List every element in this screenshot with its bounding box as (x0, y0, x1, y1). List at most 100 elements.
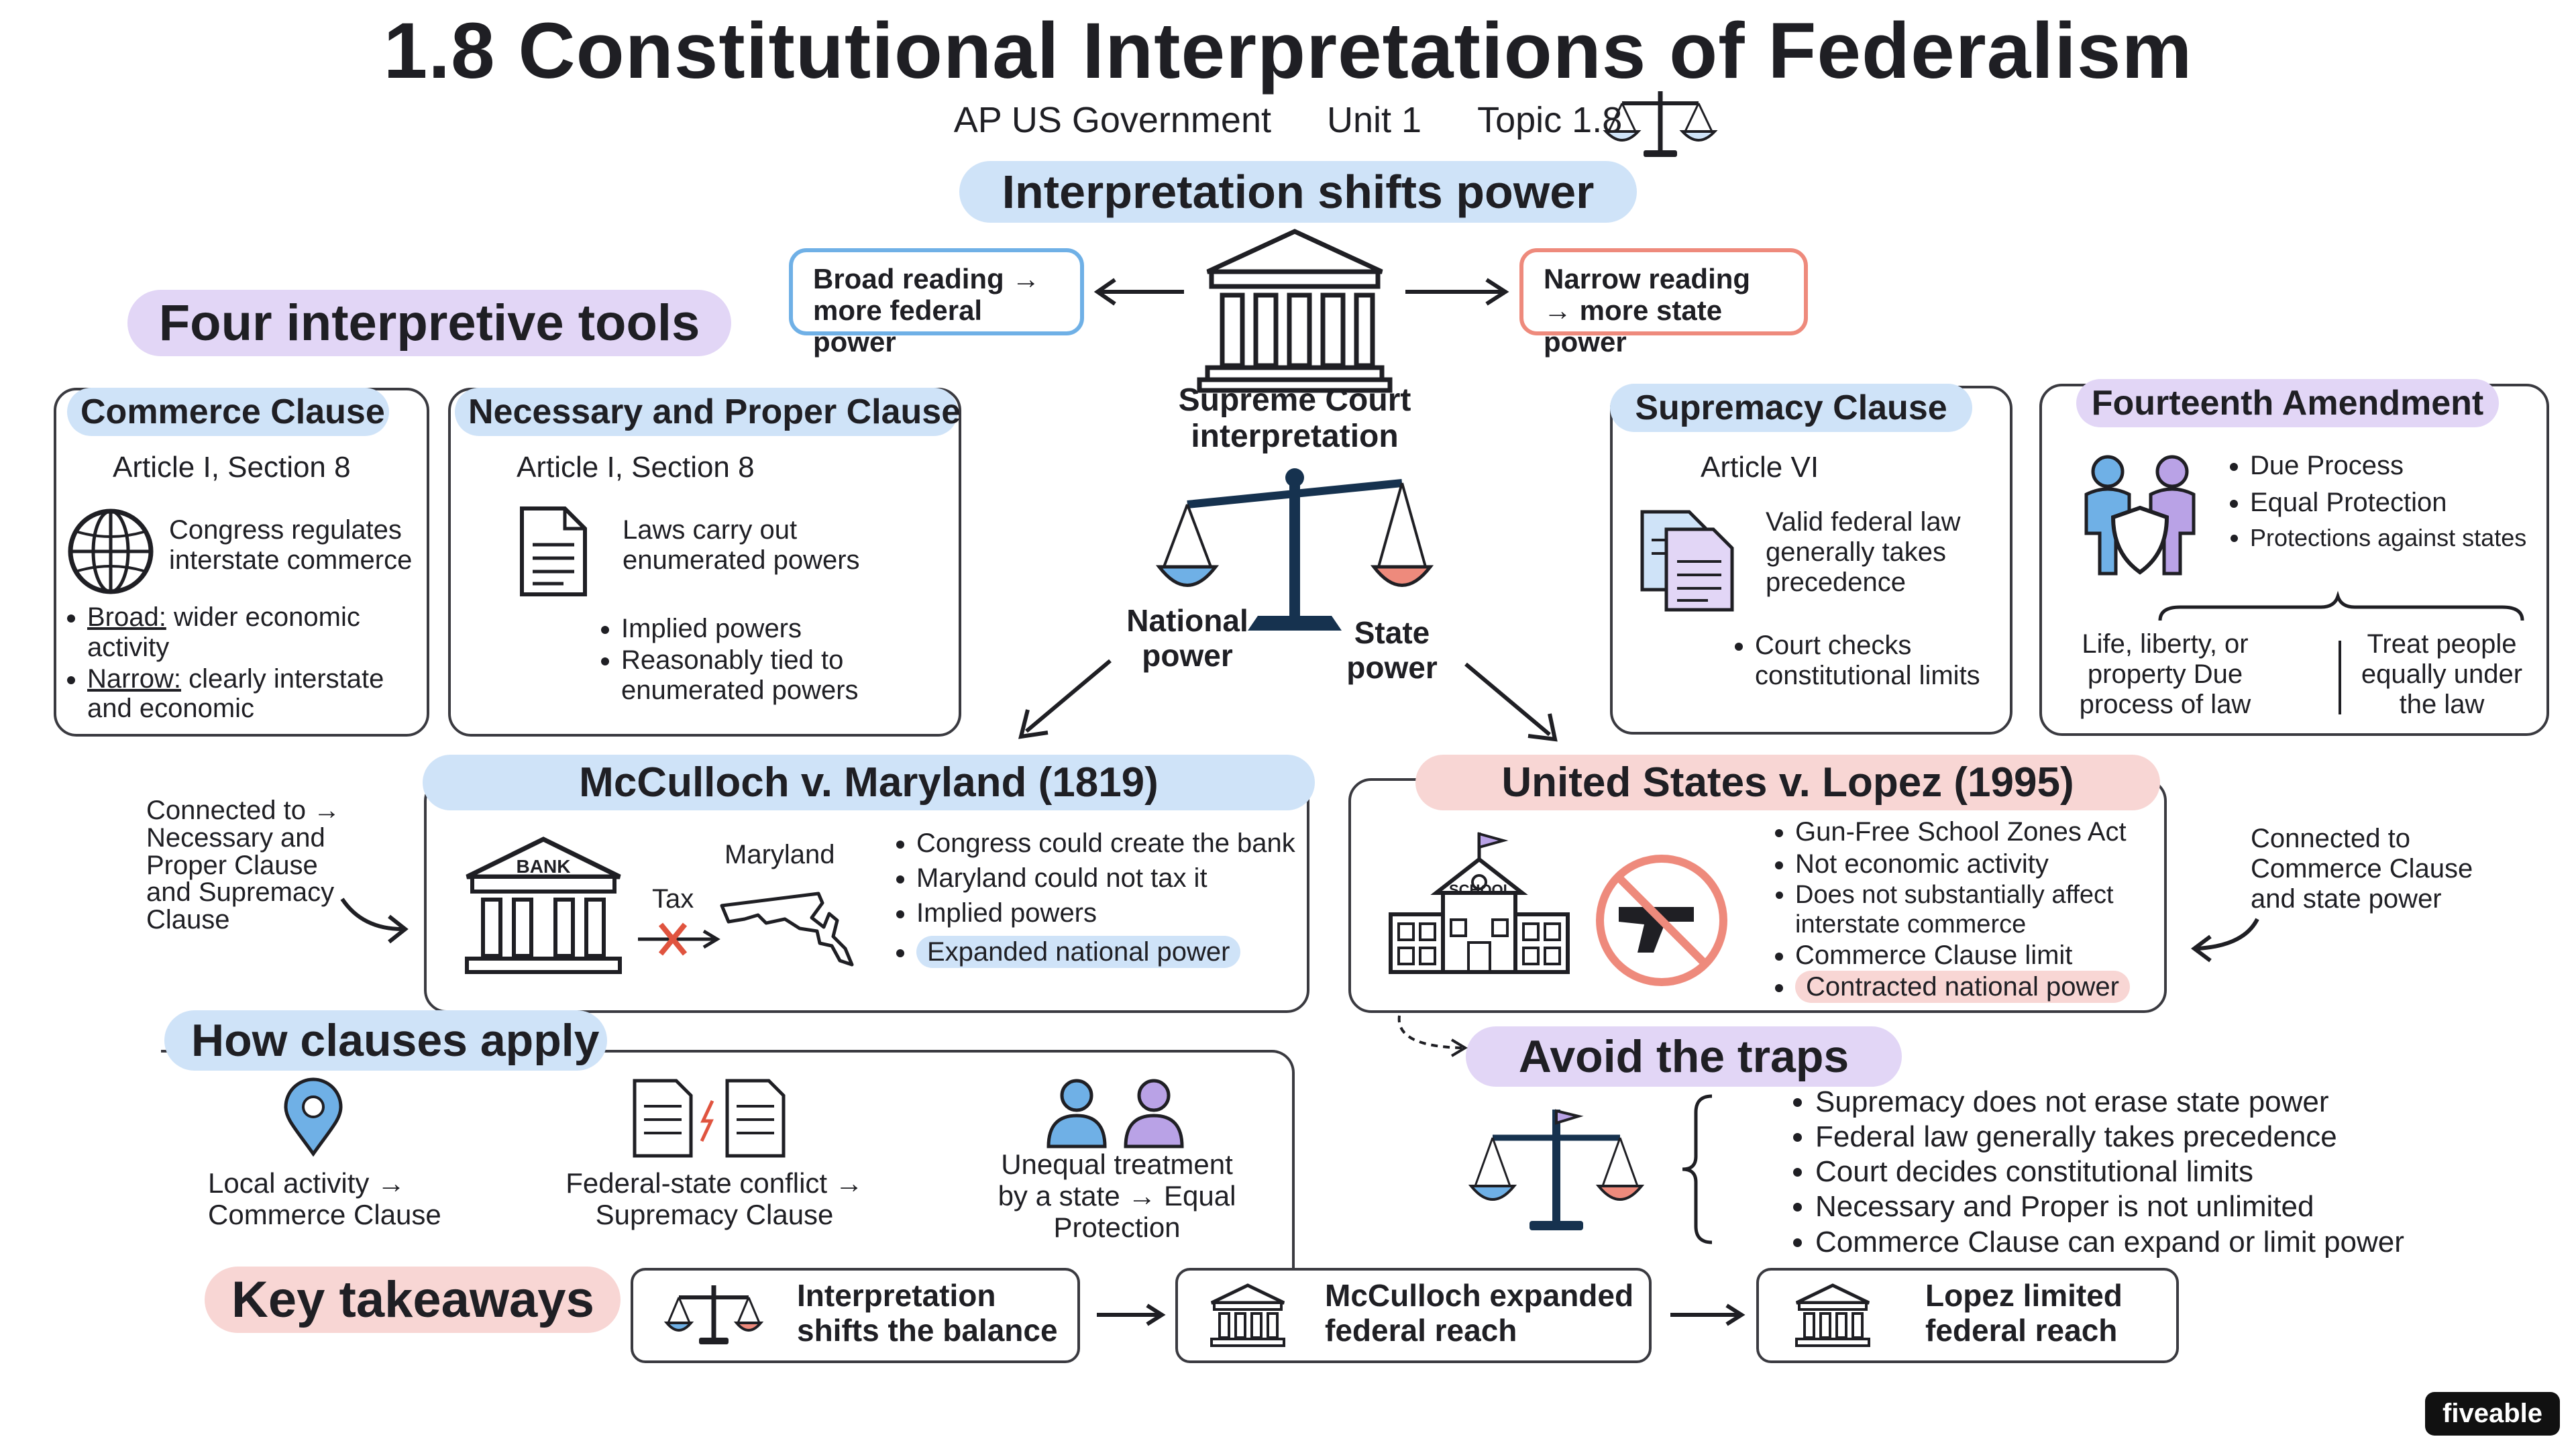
maryland-map-icon (720, 892, 854, 967)
apply-item-2: Federal-state conflict → Supremacy Claus… (566, 1167, 863, 1231)
narrow-reading-box: Narrow reading → more state power (1519, 248, 1808, 358)
courthouse-icon (1197, 229, 1393, 393)
bank-label: BANK (516, 856, 571, 877)
course-label: AP US Government (953, 100, 1271, 140)
tax-label: Tax (652, 884, 694, 914)
maryland-label: Maryland (724, 840, 835, 869)
traps-list: Supremacy does not erase state power Fed… (1791, 1085, 2542, 1260)
mcculloch-highlight: Expanded national power (916, 935, 1308, 969)
necessary-bullet-2: Reasonably tied to enumerated powers (621, 645, 946, 706)
takeaway-courthouse-icon-1 (1210, 1283, 1285, 1347)
necessary-proper-title: Necessary and Proper Clause (455, 388, 961, 436)
school-icon (1389, 832, 1570, 974)
tools-heading: Four interpretive tools (127, 290, 731, 356)
mcculloch-bullets: Congress could create the bank Maryland … (892, 826, 1308, 970)
trap-4: Necessary and Proper is not unlimited (1815, 1190, 2542, 1224)
broad-reading-box: Broad reading → more federal power (789, 248, 1084, 358)
center-heading: Interpretation shifts power (959, 161, 1637, 223)
national-power-label: National power (1126, 603, 1248, 673)
court-label: Supreme Court interpretation (1178, 382, 1411, 454)
lopez-bullet-4: Commerce Clause limit (1795, 941, 2160, 971)
people-shield-icon (2084, 455, 2196, 576)
fourteenth-right: Treat people equally under the law (2361, 629, 2523, 719)
trap-1: Supremacy does not erase state power (1815, 1085, 2542, 1119)
takeaway-courthouse-icon-2 (1795, 1283, 1870, 1347)
traps-brace (1682, 1094, 1713, 1244)
takeaway-arrow-1 (1097, 1303, 1166, 1326)
conflict-documents-icon (633, 1079, 786, 1158)
mcculloch-bullet-3: Implied powers (916, 896, 1308, 930)
state-power-label: State power (1346, 615, 1438, 685)
trap-5: Commerce Clause can expand or limit powe… (1815, 1226, 2542, 1259)
commerce-bullet-broad: Broad: wider economic activity (87, 602, 423, 663)
apply-heading: How clauses apply (164, 1010, 607, 1071)
traps-heading: Avoid the traps (1466, 1026, 1902, 1087)
arrow-to-broad (1093, 278, 1184, 306)
commerce-clause-title: Commerce Clause (67, 388, 389, 436)
takeaway-1: Interpretation shifts the balance (797, 1278, 1058, 1348)
subtitle: AP US Government Unit 1 Topic 1.8 (0, 99, 2576, 141)
lopez-arrow (2191, 918, 2259, 963)
supremacy-bullet-1: Court checks constitutional limits (1755, 631, 2006, 691)
fourteenth-amendment-title: Fourteenth Amendment (2076, 379, 2499, 427)
school-label: SCHOOL (1449, 881, 1513, 898)
mcculloch-connected: Connected to → Necessary and Proper Clau… (146, 796, 341, 935)
traps-connector (1397, 1015, 1468, 1057)
lopez-highlight: Contracted national power (1795, 971, 2160, 1004)
supremacy-source: Article VI (1701, 451, 1819, 484)
lopez-bullet-2: Not economic activity (1795, 849, 2160, 880)
tax-blocked-arrow (638, 922, 720, 956)
documents-icon (1640, 510, 1734, 612)
necessary-bullets: Implied powers Reasonably tied to enumer… (597, 614, 946, 706)
no-gun-icon (1596, 855, 1727, 986)
necessary-source: Article I, Section 8 (517, 451, 755, 484)
necessary-bullet-1: Implied powers (621, 614, 946, 644)
takeaway-arrow-2 (1670, 1303, 1746, 1326)
arrow-to-narrow (1405, 278, 1509, 306)
mcculloch-bullet-1: Congress could create the bank (916, 826, 1308, 860)
globe-icon (68, 508, 154, 594)
trap-2: Federal law generally takes precedence (1815, 1120, 2542, 1154)
brand-logo[interactable]: fiveable (2425, 1392, 2560, 1436)
supremacy-bullets: Court checks constitutional limits (1731, 631, 2006, 692)
mcculloch-title: McCulloch v. Maryland (1819) (423, 755, 1315, 810)
lopez-connected: Connected to Commerce Clause and state p… (2251, 824, 2473, 914)
takeaway-3: Lopez limited federal reach (1925, 1278, 2123, 1348)
two-people-icon (1046, 1079, 1184, 1148)
apply-item-1: Local activity → Commerce Clause (208, 1167, 441, 1231)
supremacy-desc: Valid federal law generally takes preced… (1766, 507, 1961, 597)
balance-scale-icon (1155, 468, 1434, 631)
arrow-to-mcculloch (1018, 659, 1112, 739)
commerce-source: Article I, Section 8 (113, 451, 351, 484)
bank-icon (465, 837, 622, 974)
lopez-bullet-1: Gun-Free School Zones Act (1795, 817, 2160, 848)
necessary-desc: Laws carry out enumerated powers (623, 515, 860, 575)
takeaway-2: McCulloch expanded federal reach (1325, 1278, 1634, 1348)
apply-item-3: Unequal treatment by a state → Equal Pro… (998, 1148, 1236, 1244)
fourteenth-bullet-2: Equal Protection (2250, 488, 2541, 518)
takeaways-heading: Key takeaways (205, 1267, 621, 1333)
traps-scales-icon (1468, 1109, 1645, 1230)
trap-3: Court decides constitutional limits (1815, 1155, 2542, 1189)
takeaway-scales-icon (663, 1285, 764, 1344)
supremacy-clause-title: Supremacy Clause (1610, 384, 1972, 432)
scales-icon (1603, 91, 1718, 157)
fourteenth-bullets: Due Process Equal Protection Protections… (2226, 451, 2541, 553)
commerce-bullets: Broad: wider economic activity Narrow: c… (67, 602, 423, 725)
fourteenth-bullet-3: Protections against states (2250, 524, 2541, 551)
topic-label: Topic 1.8 (1477, 100, 1623, 140)
location-pin-icon (284, 1077, 343, 1157)
lopez-bullet-3: Does not substantially affect interstate… (1795, 881, 2160, 939)
takeaway-card-1 (631, 1268, 1080, 1363)
mcculloch-arrow (340, 898, 409, 944)
fourteenth-left: Life, liberty, or property Due process o… (2079, 629, 2251, 719)
fourteenth-bullet-1: Due Process (2250, 451, 2541, 481)
mcculloch-bullet-2: Maryland could not tax it (916, 861, 1308, 895)
fourteenth-brace (2158, 590, 2524, 714)
lopez-bullets: Gun-Free School Zones Act Not economic a… (1771, 817, 2160, 1004)
unit-label: Unit 1 (1327, 100, 1422, 140)
arrow-to-lopez (1464, 662, 1558, 742)
commerce-desc: Congress regulates interstate commerce (169, 515, 413, 575)
document-icon (520, 506, 587, 596)
